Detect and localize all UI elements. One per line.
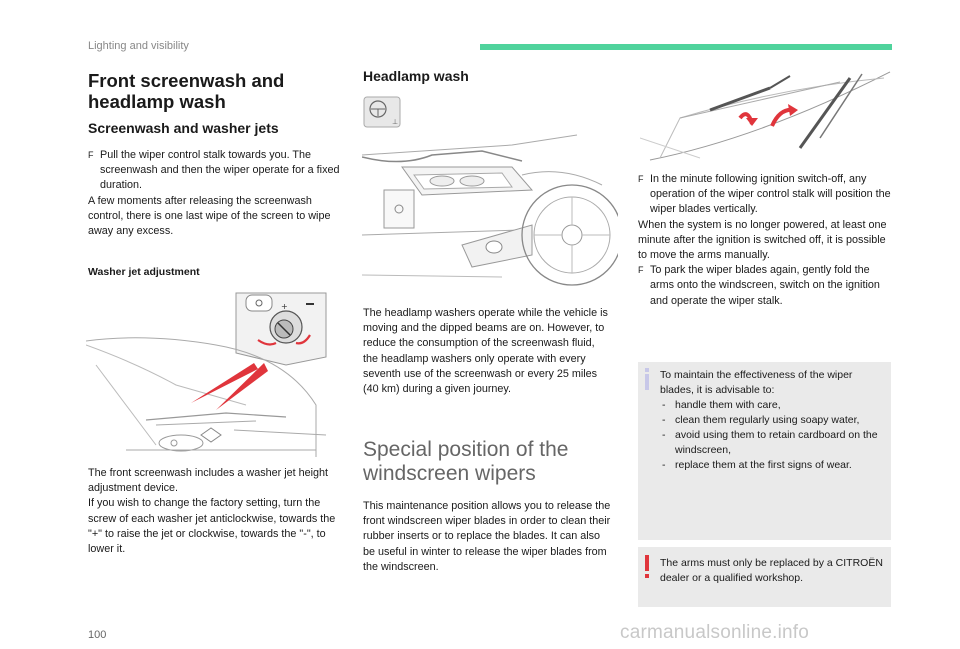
warning-box: The arms must only be replaced by a CITR…: [638, 547, 891, 607]
washer-jet-illustration: +: [86, 292, 327, 457]
watermark: carmanualsonline.info: [620, 622, 810, 643]
warning-icon: [644, 555, 650, 579]
wiper-position-text: In the minute following ignition switch-…: [638, 172, 894, 309]
svg-text:⊥: ⊥: [392, 118, 398, 126]
washer-jet-label: Washer jet adjustment: [88, 266, 200, 278]
info-item: handle them with care,: [660, 398, 886, 413]
section-title: Lighting and visibility: [88, 40, 189, 52]
info-icon: [644, 368, 650, 390]
warning-text: The arms must only be replaced by a CITR…: [660, 557, 883, 584]
headlamp-wash-title: Headlamp wash: [363, 68, 469, 84]
special-position-title: Special position of the windscreen wiper…: [363, 438, 569, 485]
special-position-text: This maintenance position allows you to …: [363, 500, 611, 573]
headlamp-illustration: ⊥: [362, 96, 618, 286]
headlamp-wash-text: The headlamp washers operate while the v…: [363, 307, 608, 396]
paragraph-jet-setting: If you wish to change the factory settin…: [88, 497, 336, 556]
info-item: clean them regularly using soapy water,: [660, 413, 886, 428]
wiper-illustration: [640, 71, 891, 161]
paragraph-last-wipe: A few moments after releasing the screen…: [88, 194, 331, 238]
page-number: 100: [88, 629, 107, 641]
washer-jet-text: The front screenwash includes a washer j…: [88, 466, 350, 557]
subsection-title-screenwash: Screenwash and washer jets: [88, 120, 279, 136]
screenwash-text: Pull the wiper control stalk towards you…: [88, 148, 346, 239]
paragraph-jet-device: The front screenwash includes a washer j…: [88, 467, 329, 495]
info-item: replace them at the first signs of wear.: [660, 458, 886, 473]
info-box: To maintain the effectiveness of the wip…: [638, 362, 891, 540]
bullet-park-blades: To park the wiper blades again, gently f…: [638, 263, 894, 309]
bullet-ignition-off: In the minute following ignition switch-…: [638, 172, 894, 218]
header-accent-bar: [480, 44, 892, 50]
info-item: avoid using them to retain cardboard on …: [660, 428, 886, 458]
bullet-pull-stalk: Pull the wiper control stalk towards you…: [88, 148, 346, 194]
paragraph-manual-move: When the system is no longer powered, at…: [638, 218, 887, 262]
page-title: Front screenwash and headlamp wash: [88, 70, 285, 112]
info-box-text: To maintain the effectiveness of the wip…: [660, 368, 886, 473]
info-intro: To maintain the effectiveness of the wip…: [660, 369, 853, 396]
svg-text:+: +: [281, 302, 288, 311]
